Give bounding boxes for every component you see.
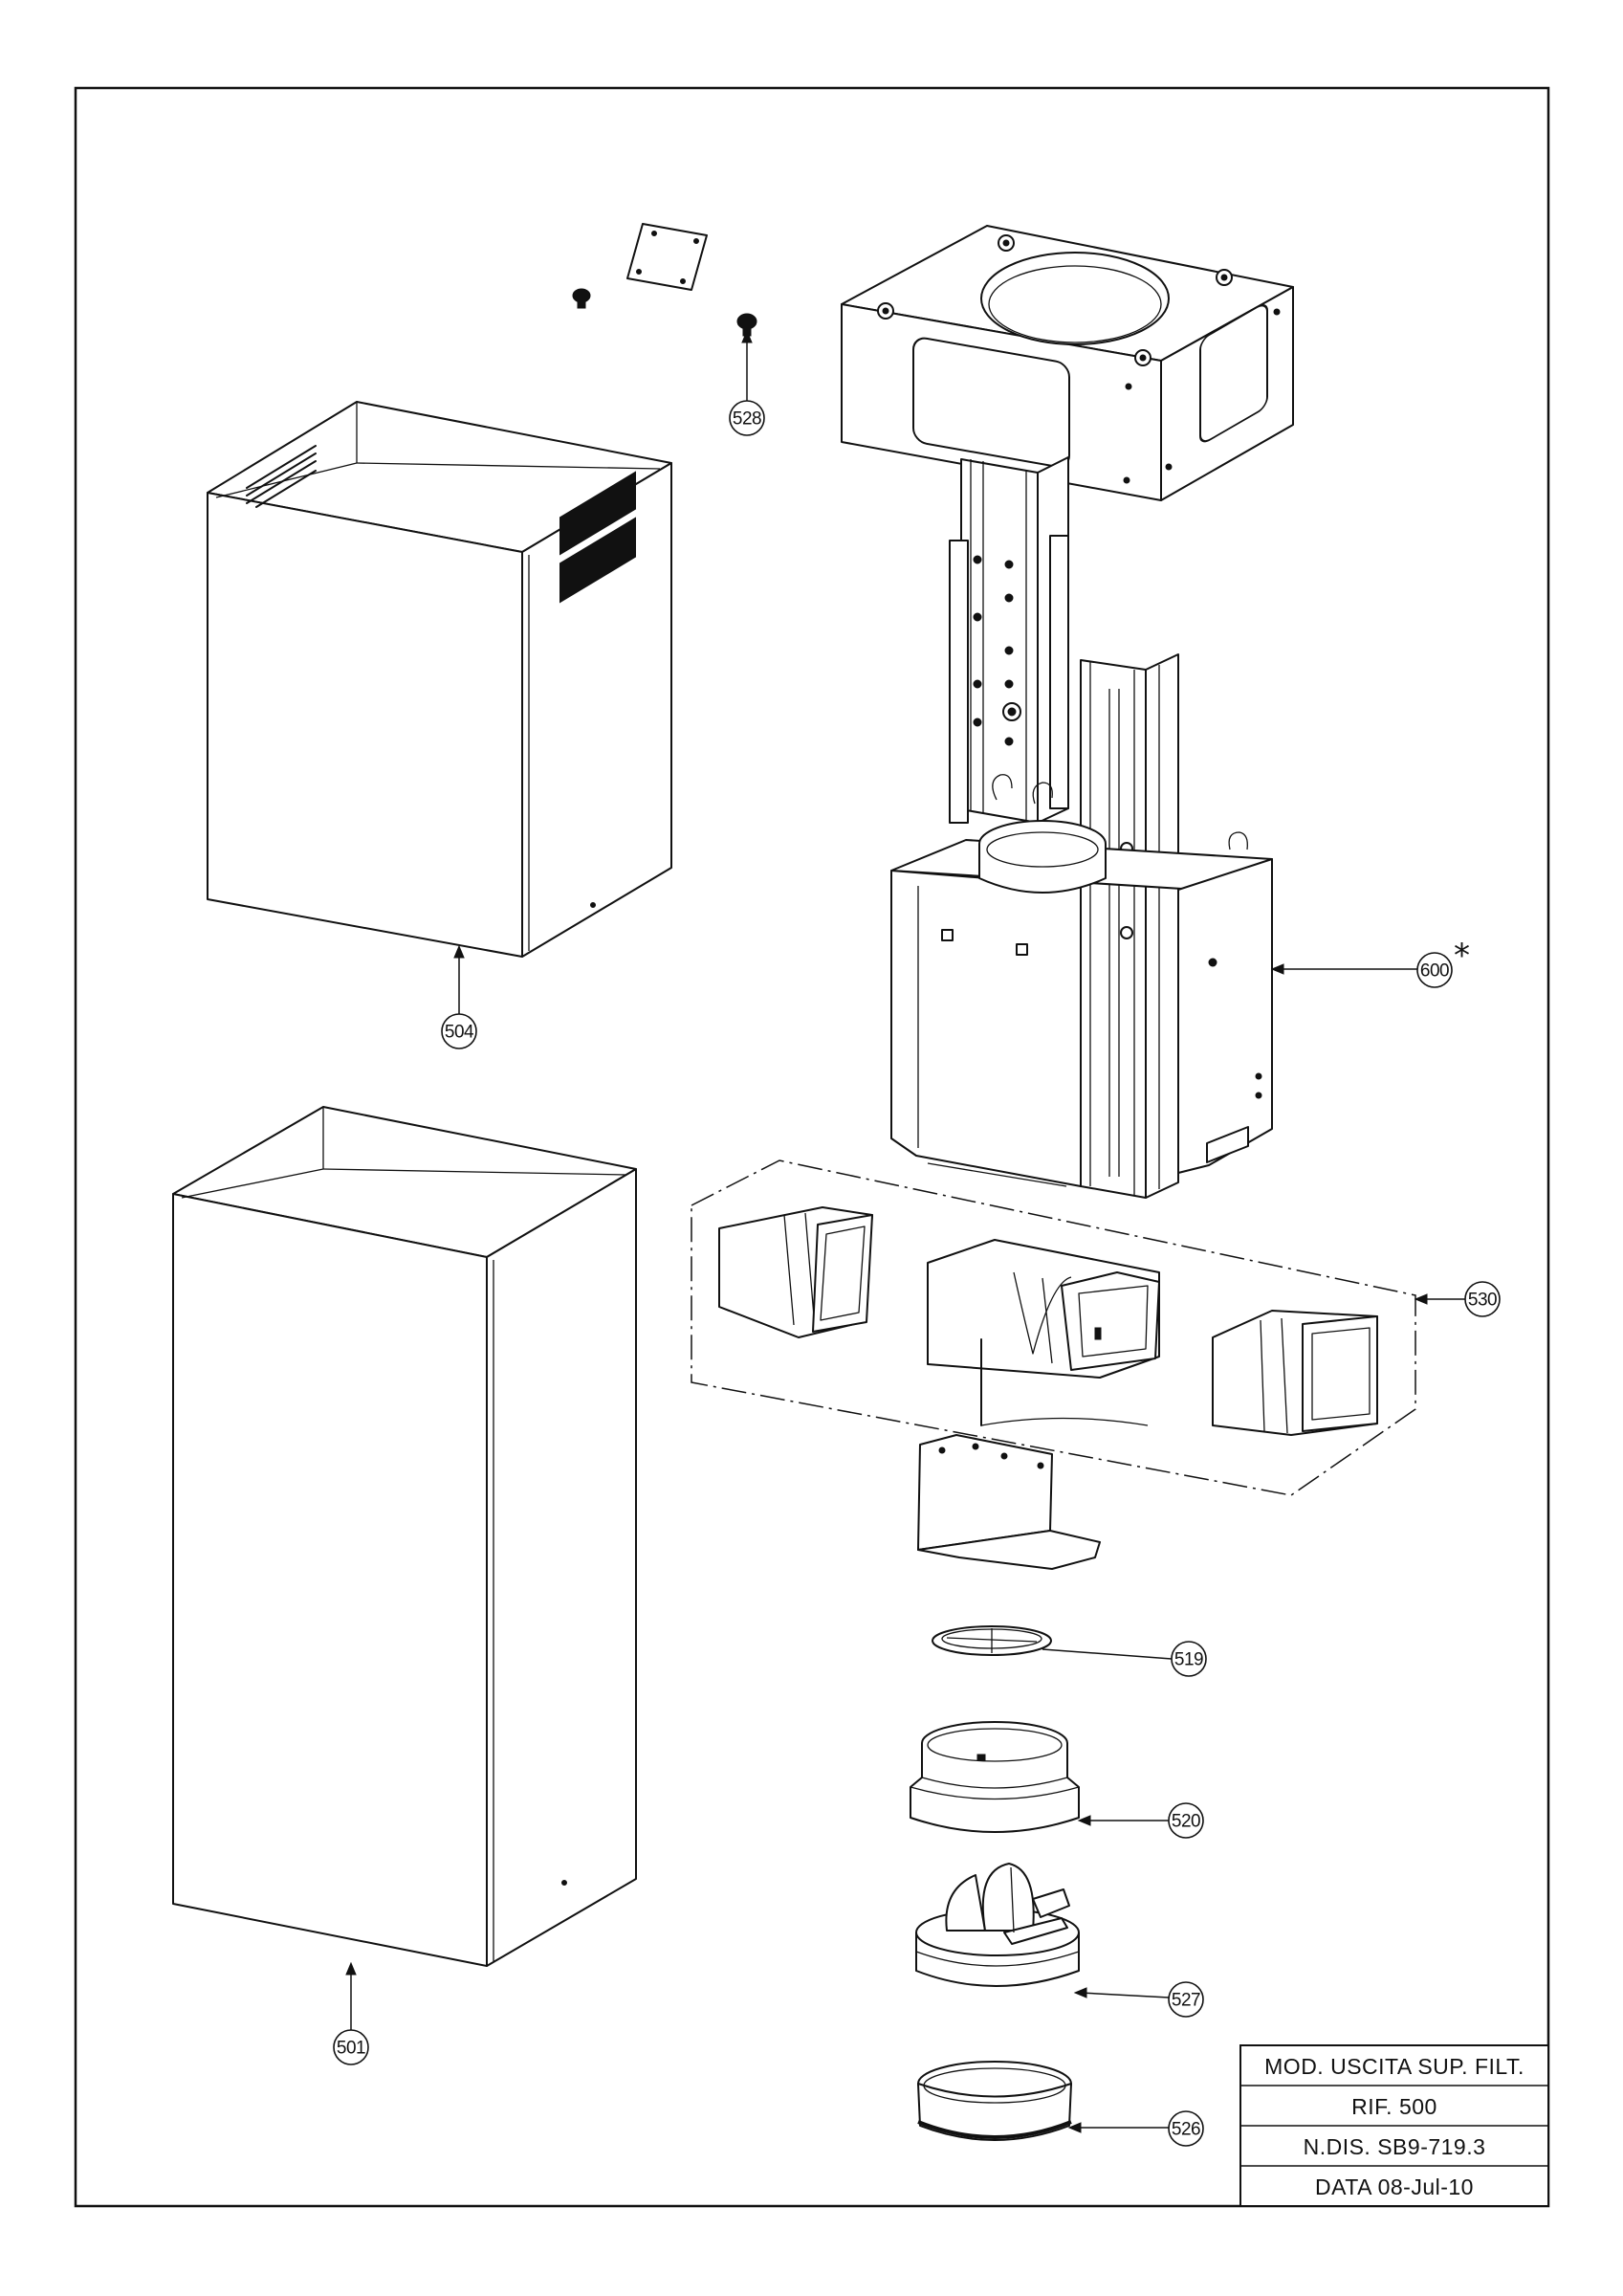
title-block-reference: RIF. 500 [1351, 2094, 1437, 2119]
part-530-duct-kit [691, 1159, 1416, 1496]
callout-519-label: 519 [1174, 1650, 1203, 1670]
part-520-reducer [910, 1721, 1080, 1833]
callout-528: 528 [729, 400, 765, 436]
callout-520-label: 520 [1172, 1812, 1200, 1832]
duct-bracket [917, 1434, 1101, 1570]
callout-520: 520 [1168, 1802, 1204, 1839]
part-527-damper [915, 1863, 1080, 1987]
title-block-date: DATA 08-Jul-10 [1315, 2175, 1474, 2199]
part-600-frame [841, 225, 1294, 1199]
part-519-ring [932, 1625, 1052, 1656]
callout-600: 600 * [1416, 937, 1470, 988]
callout-526: 526 [1168, 2110, 1204, 2147]
leader-lines [345, 329, 1465, 2133]
callout-527-label: 527 [1172, 1991, 1200, 2011]
callout-504: 504 [441, 1013, 477, 1049]
part-528-fixings [572, 223, 757, 337]
callout-519: 519 [1171, 1641, 1207, 1677]
title-block: MOD. USCITA SUP. FILT. RIF. 500 N.DIS. S… [1239, 2044, 1549, 2207]
callout-530-label: 530 [1468, 1291, 1497, 1311]
part-504-upper-chimney [207, 401, 672, 958]
sheet-border [74, 86, 1550, 2208]
callout-600-marker: * [1454, 937, 1470, 975]
title-block-model: MOD. USCITA SUP. FILT. [1264, 2054, 1524, 2079]
callout-501-label: 501 [337, 2039, 365, 2059]
callout-504-label: 504 [445, 1023, 474, 1043]
side-vents [559, 471, 636, 604]
callout-526-label: 526 [1172, 2120, 1200, 2140]
title-block-drawing-number: N.DIS. SB9-719.3 [1304, 2134, 1486, 2159]
callout-600-label: 600 [1420, 961, 1449, 982]
callout-530: 530 [1464, 1281, 1501, 1317]
part-501-lower-chimney [172, 1106, 637, 1967]
callout-501: 501 [333, 2029, 369, 2065]
callout-527: 527 [1168, 1981, 1204, 2018]
callout-528-label: 528 [733, 409, 761, 430]
part-526-collar [917, 2061, 1072, 2141]
